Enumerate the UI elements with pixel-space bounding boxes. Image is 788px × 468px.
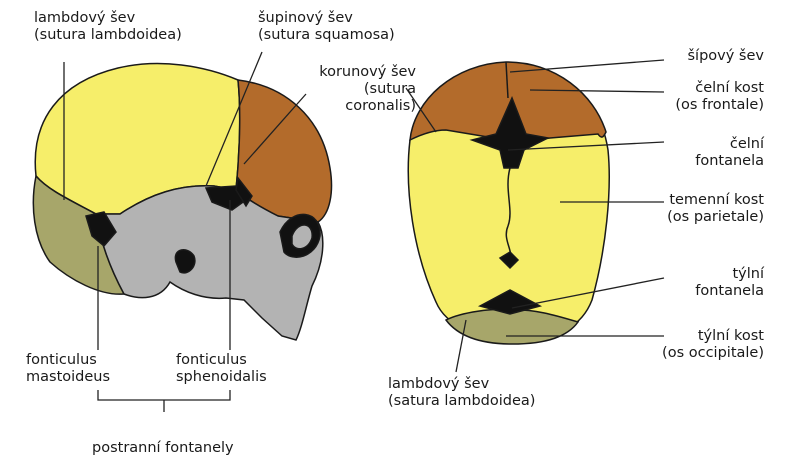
squamosal-line2: (sutura squamosa): [258, 27, 395, 44]
frontal-fontanelle-line1: čelní: [695, 136, 764, 153]
lambdoid-left-line2: (sutura lambdoidea): [34, 27, 182, 44]
lateral-fontanelles-label: postranní fontanely: [92, 440, 234, 457]
parietal-line2: (os parietale): [667, 209, 764, 226]
mastoid-line1: fonticulus: [26, 352, 110, 369]
frontal-bone-label: čelní kost (os frontale): [675, 80, 764, 114]
occipital-bone-line2: (os occipitale): [662, 345, 764, 362]
lateral-group-bracket: [98, 390, 230, 412]
lateral-skull: [33, 64, 331, 340]
frontal-bone-line1: čelní kost: [675, 80, 764, 97]
occipital-fontanelle-line2: fontanela: [695, 283, 764, 300]
frontal-fontanelle-label: čelní fontanela: [695, 136, 764, 170]
frontal-bone-line2: (os frontale): [675, 97, 764, 114]
sphenoid-line2: sphenoidalis: [176, 369, 267, 386]
lambdoid-suture-left-label: lambdový šev (sutura lambdoidea): [34, 10, 182, 44]
frontal-fontanelle-line2: fontanela: [695, 153, 764, 170]
sagittal-suture-label: šípový šev: [688, 48, 765, 65]
occipital-bone-line1: týlní kost: [662, 328, 764, 345]
parietal-bone-label: temenní kost (os parietale): [667, 192, 764, 226]
sphenoid-fontanelle-label: fonticulus sphenoidalis: [176, 352, 267, 386]
lambdoid-left-line1: lambdový šev: [34, 10, 182, 27]
coronal-line3: coronalis): [319, 98, 416, 115]
squamosal-line1: šupinový šev: [258, 10, 395, 27]
parietal-line1: temenní kost: [667, 192, 764, 209]
lateral-ear: [175, 250, 195, 273]
lambdoid-suture-right-label: lambdový šev (satura lambdoidea): [388, 376, 535, 410]
coronal-line2: (sutura: [319, 81, 416, 98]
coronal-line1: korunový šev: [319, 64, 416, 81]
mastoid-fontanelle-label: fonticulus mastoideus: [26, 352, 110, 386]
lateral-group-text: postranní fontanely: [92, 440, 234, 457]
sagittal-text: šípový šev: [688, 48, 765, 65]
occipital-bone-label: týlní kost (os occipitale): [662, 328, 764, 362]
mastoid-line2: mastoideus: [26, 369, 110, 386]
occipital-fontanelle-label: týlní fontanela: [695, 266, 764, 300]
lambdoid-right-line1: lambdový šev: [388, 376, 535, 393]
lambdoid-right-line2: (satura lambdoidea): [388, 393, 535, 410]
top-skull: [408, 62, 609, 344]
coronal-suture-label: korunový šev (sutura coronalis): [319, 64, 416, 115]
sphenoid-line1: fonticulus: [176, 352, 267, 369]
squamosal-suture-label: šupinový šev (sutura squamosa): [258, 10, 395, 44]
occipital-fontanelle-line1: týlní: [695, 266, 764, 283]
